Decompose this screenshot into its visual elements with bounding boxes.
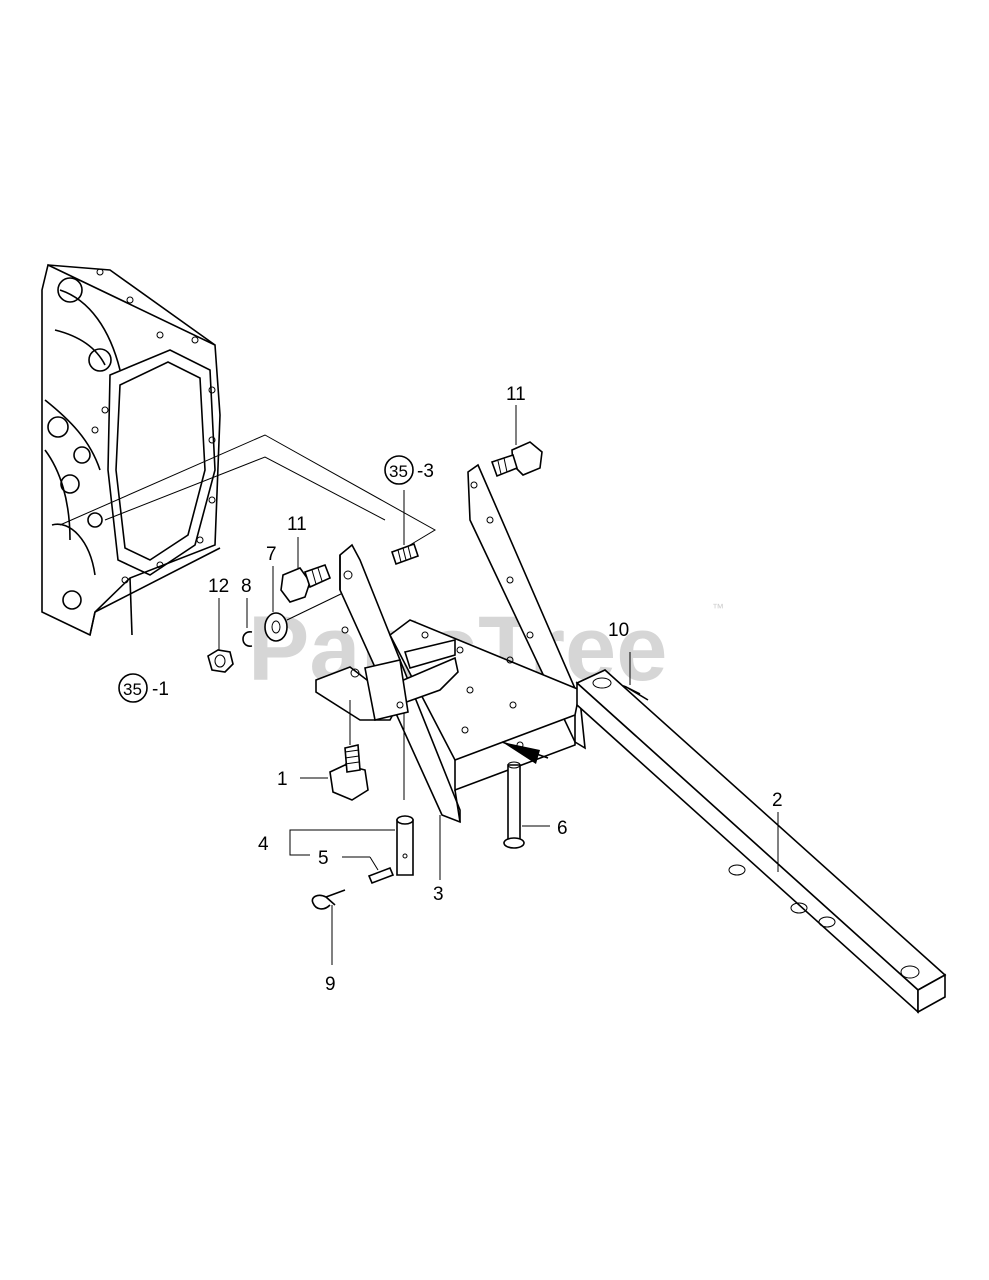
bolt-11-right (490, 405, 543, 478)
callout-35-3: 35 -3 (384, 455, 434, 485)
svg-text:-1: -1 (152, 679, 169, 700)
spring-washer-8 (242, 598, 253, 647)
clip-9 (311, 889, 346, 965)
callout-11-right: 11 (506, 384, 526, 405)
transmission-housing (41, 263, 221, 637)
callout-1: 1 (277, 769, 288, 790)
callout-9: 9 (325, 974, 336, 995)
bolt-11-left (280, 537, 332, 603)
callout-35-1: 35 -1 (118, 673, 169, 703)
callout-3: 3 (433, 884, 444, 905)
callout-4: 4 (258, 834, 269, 855)
mounting-line (59, 434, 436, 549)
pin-6 (503, 761, 550, 849)
callout-7: 7 (266, 544, 277, 565)
svg-text:-3: -3 (417, 461, 434, 482)
callout-2: 2 (772, 790, 783, 811)
watermark-trademark: ™ (712, 601, 724, 615)
callout-11-left: 11 (287, 514, 307, 535)
svg-text:35: 35 (123, 680, 142, 699)
mounting-line-inner (104, 456, 386, 521)
bracket-3 (315, 463, 586, 880)
stud-35-3 (390, 490, 420, 566)
callout-6: 6 (557, 818, 568, 839)
svg-text:35: 35 (389, 462, 408, 481)
spring-pin-5 (289, 843, 395, 885)
callout-8: 8 (241, 576, 252, 597)
drawbar-2 (575, 669, 947, 1014)
flange-bolt-1 (300, 744, 369, 801)
nut-12 (207, 598, 234, 673)
washer-7 (264, 566, 346, 642)
pin-4 (289, 815, 414, 876)
callout-10: 10 (608, 620, 629, 641)
callout-5: 5 (318, 848, 329, 869)
callout-12: 12 (208, 576, 229, 597)
